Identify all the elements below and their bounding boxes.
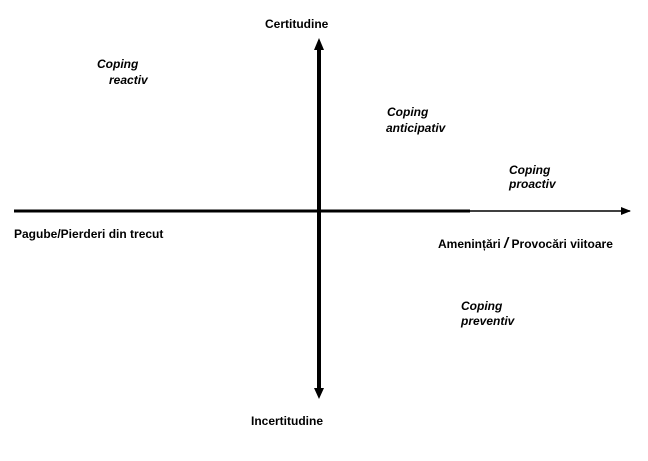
- quadrant-preventive-line2: preventiv: [461, 314, 515, 328]
- quadrant-anticipatory-line1: Coping: [387, 105, 429, 119]
- vertical-axis-arrow-up: [314, 38, 324, 50]
- axis-label-right-part2: Provocări viitoare: [508, 237, 613, 251]
- quadrant-reactive-line1: Coping: [97, 57, 139, 71]
- axis-label-right: Amenințări / Provocări viitoare: [438, 235, 613, 252]
- axis-label-left: Pagube/Pierderi din trecut: [14, 227, 164, 241]
- axis-label-right-part1: Amenințări: [438, 237, 505, 251]
- quadrant-anticipatory-line2: anticipativ: [386, 121, 446, 135]
- axis-label-bottom: Incertitudine: [251, 414, 324, 428]
- axis-label-top: Certitudine: [265, 17, 329, 31]
- quadrant-proactive-line1: Coping: [509, 163, 551, 177]
- vertical-axis-arrow-down: [314, 388, 324, 399]
- quadrant-reactive-line2: reactiv: [109, 73, 148, 87]
- axis-label-right-slash: /: [504, 235, 509, 252]
- quadrant-preventive-line1: Coping: [461, 299, 503, 313]
- quadrant-proactive-line2: proactiv: [509, 177, 556, 191]
